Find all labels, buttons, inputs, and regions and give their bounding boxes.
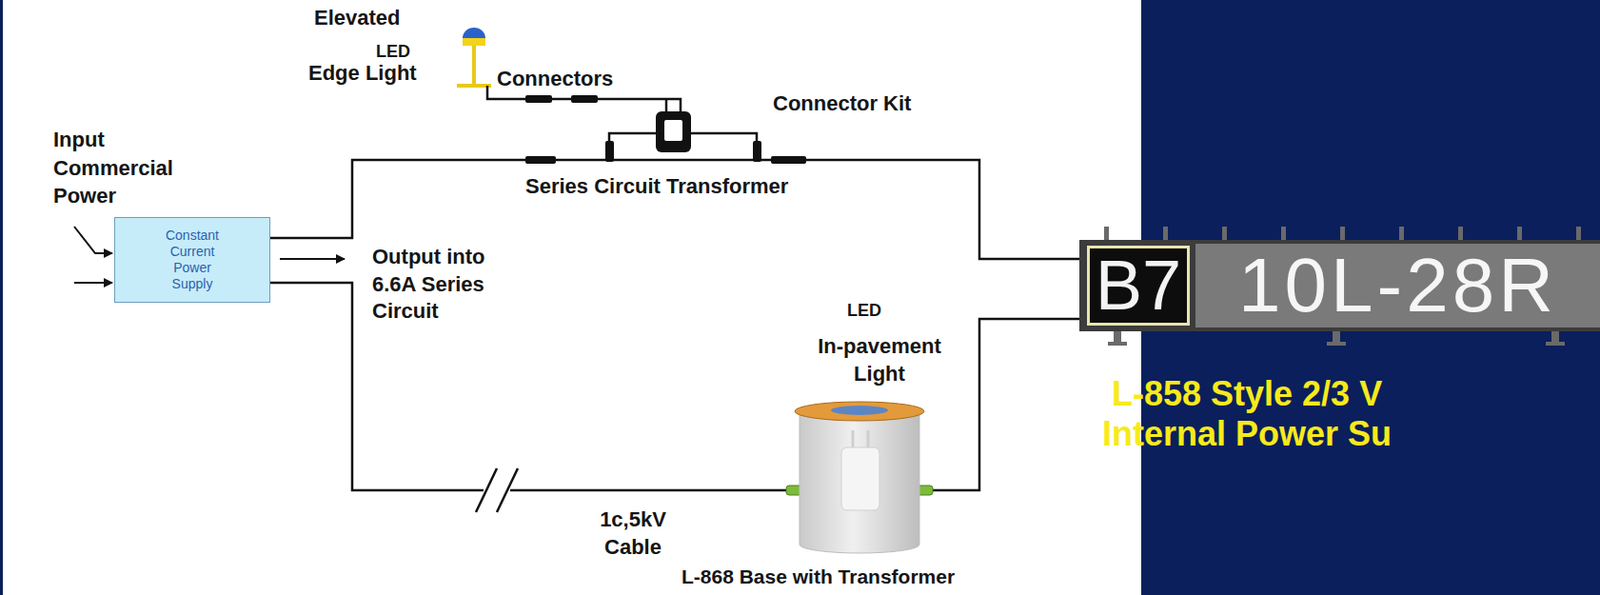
cable-note: 1c,5kV Cable	[587, 506, 679, 561]
part-name: Edge Light	[308, 60, 417, 85]
sign-panel: B7	[1086, 245, 1190, 326]
connector-plug	[571, 95, 598, 103]
part-name: LED	[375, 41, 411, 62]
edge-light-icon	[456, 27, 492, 88]
output-note: Output into 6.6A Series Circuit	[372, 243, 520, 326]
location-sign-text: B7	[1095, 250, 1183, 321]
navy-panel	[1141, 0, 1600, 595]
circuit-wire	[270, 159, 1080, 259]
input-arrows	[74, 226, 113, 283]
output-arrow	[279, 257, 345, 260]
slide-caption: Internal Power Su	[1102, 414, 1392, 454]
connector-plug	[525, 95, 553, 103]
part-name: Elevated	[314, 5, 401, 30]
part-name: Connector Kit	[772, 91, 911, 116]
airfield-sign: B7 10L-28R	[1079, 239, 1600, 332]
series-transformer	[525, 111, 807, 164]
power-supply-box: Constant Current Power Supply	[114, 217, 271, 303]
left-stripe	[0, 0, 3, 595]
input-note: Input Commercial Power	[53, 125, 197, 211]
box-label: Constant Current Power Supply	[157, 227, 228, 292]
runway-sign-text: 10L-28R	[1238, 247, 1558, 324]
part-name: Connectors	[496, 66, 613, 91]
cable-break	[475, 468, 518, 513]
sign-panel: 10L-28R	[1195, 243, 1600, 328]
slide-caption: L-858 Style 2/3 V	[1111, 374, 1383, 414]
part-name: LED	[847, 300, 882, 321]
part-name: Series Circuit Transformer	[525, 174, 789, 198]
part-name: In-pavement Light	[805, 333, 954, 388]
l868-base	[786, 401, 933, 554]
part-name: L-868 Base with Transformer	[681, 565, 955, 588]
